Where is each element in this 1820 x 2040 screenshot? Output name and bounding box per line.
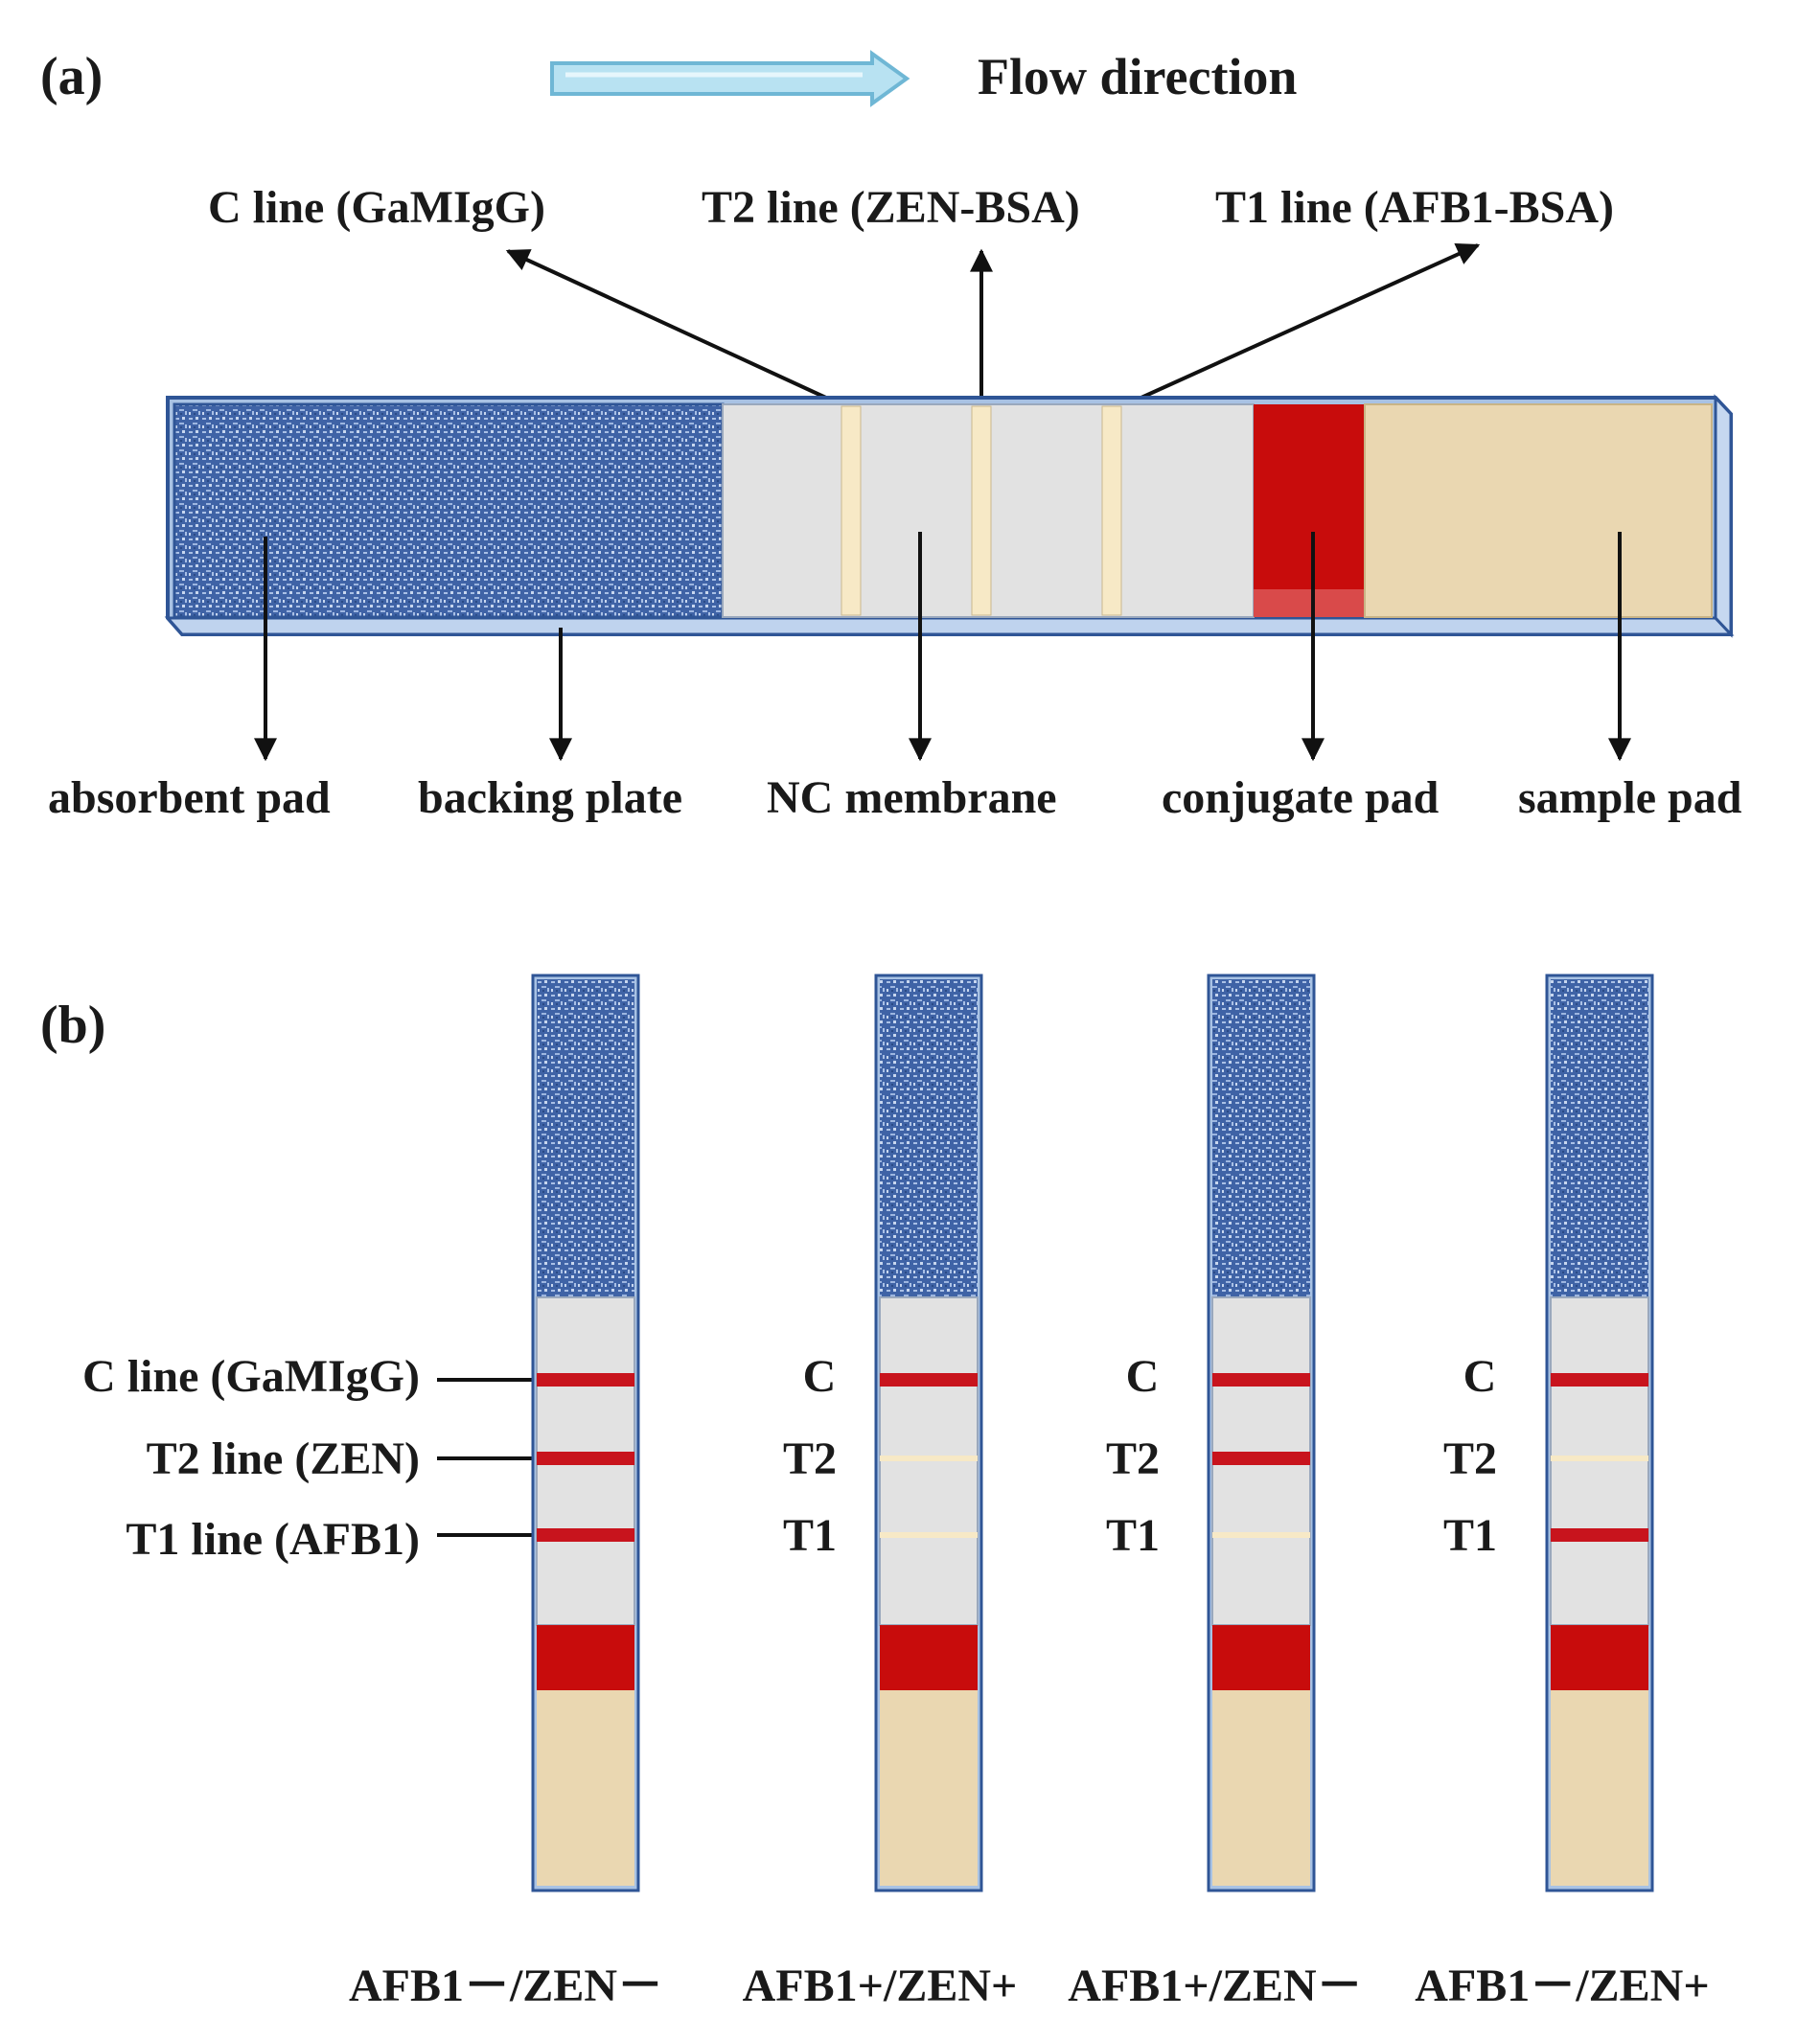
flow-direction-arrow-icon xyxy=(550,50,910,107)
absorbent-pad xyxy=(173,402,725,619)
c-label-strip-4: C xyxy=(1463,1351,1497,1402)
strip-absorbent-pad xyxy=(880,979,978,1297)
t2-label-strip-3: T2 xyxy=(1106,1433,1160,1484)
strip-t2-line xyxy=(880,1456,978,1461)
sample-pad xyxy=(1364,403,1713,618)
t1-line-a xyxy=(1101,405,1122,616)
t1-label-strip-4: T1 xyxy=(1443,1510,1497,1561)
t1-label-strip-2: T1 xyxy=(783,1510,837,1561)
conjugate-pad-edge xyxy=(1254,589,1365,617)
c-label-strip-3: C xyxy=(1126,1351,1160,1402)
strip-c-line xyxy=(1212,1373,1310,1387)
t1-line-label-b: T1 line (AFB1) xyxy=(126,1514,420,1565)
strip-absorbent-pad xyxy=(537,979,634,1297)
flow-direction-label: Flow direction xyxy=(978,48,1297,105)
strip-t1-line xyxy=(880,1532,978,1538)
strip-t1-line xyxy=(1551,1528,1648,1542)
t2-label-strip-2: T2 xyxy=(783,1433,837,1484)
t2-label-strip-4: T2 xyxy=(1443,1433,1497,1484)
backing-plate-label: backing plate xyxy=(418,772,682,823)
strip-sample-pad xyxy=(880,1690,978,1886)
strip-t2-line xyxy=(1212,1452,1310,1465)
t2-line-label-a: T2 line (ZEN-BSA) xyxy=(702,182,1080,233)
nc-membrane-label: NC membrane xyxy=(767,772,1057,823)
t1-line-pointer-arrow xyxy=(1113,242,1481,412)
c-line-a xyxy=(841,405,862,616)
t2-line-a xyxy=(971,405,992,616)
t2-line-label-b: T2 line (ZEN) xyxy=(147,1433,420,1484)
panel-a-label: (a) xyxy=(40,47,103,106)
strip-result-label: AFB1－/ZEN－ xyxy=(349,1960,663,2011)
strip-c-line xyxy=(1551,1373,1648,1387)
t1-line-label-a: T1 line (AFB1-BSA) xyxy=(1215,182,1614,233)
strip-result-label: AFB1－/ZEN+ xyxy=(1415,1960,1709,2011)
c-line-pointer-arrow xyxy=(505,249,854,412)
panel-b-label: (b) xyxy=(40,996,105,1055)
test-strip-4: AFB1－/ZEN+ xyxy=(1415,974,1710,2011)
strip-c-line xyxy=(880,1373,978,1387)
c-label-strip-2: C xyxy=(803,1351,837,1402)
strip-c-line xyxy=(537,1373,634,1387)
strip-t2-line xyxy=(537,1452,634,1465)
sample-pad-label: sample pad xyxy=(1518,772,1742,823)
t1-label-strip-3: T1 xyxy=(1106,1510,1160,1561)
strip-conjugate-pad xyxy=(537,1625,634,1690)
strip-t1-line xyxy=(1212,1532,1310,1538)
strip-t1-line xyxy=(537,1528,634,1542)
strip-absorbent-pad xyxy=(1551,979,1648,1297)
strip-conjugate-pad xyxy=(880,1625,978,1690)
test-strip-3: AFB1+/ZEN－ xyxy=(1068,974,1363,2011)
strip-sample-pad xyxy=(1212,1690,1310,1886)
test-strips-group: AFB1－/ZEN－ AFB1+/ZEN+ AFB1+/ZEN－ AFB1－/ZEN+ xyxy=(349,974,1710,2011)
conjugate-pad-label: conjugate pad xyxy=(1162,772,1440,823)
strip-conjugate-pad xyxy=(1551,1625,1648,1690)
test-strip-2: AFB1+/ZEN+ xyxy=(743,974,1018,2011)
c-line-label-b: C line (GaMIgG) xyxy=(82,1351,420,1402)
strip-t2-line xyxy=(1551,1456,1648,1461)
strip-conjugate-pad xyxy=(1212,1625,1310,1690)
strip-result-label: AFB1+/ZEN－ xyxy=(1068,1960,1362,2011)
strip-absorbent-pad xyxy=(1212,979,1310,1297)
strip-sample-pad xyxy=(1551,1690,1648,1886)
strip-result-label: AFB1+/ZEN+ xyxy=(743,1960,1018,2011)
test-strip-1: AFB1－/ZEN－ xyxy=(349,974,663,2011)
strip-sample-pad xyxy=(537,1690,634,1886)
c-line-label-a: C line (GaMIgG) xyxy=(208,182,545,233)
absorbent-pad-label: absorbent pad xyxy=(48,772,331,823)
conjugate-pad xyxy=(1254,404,1365,617)
